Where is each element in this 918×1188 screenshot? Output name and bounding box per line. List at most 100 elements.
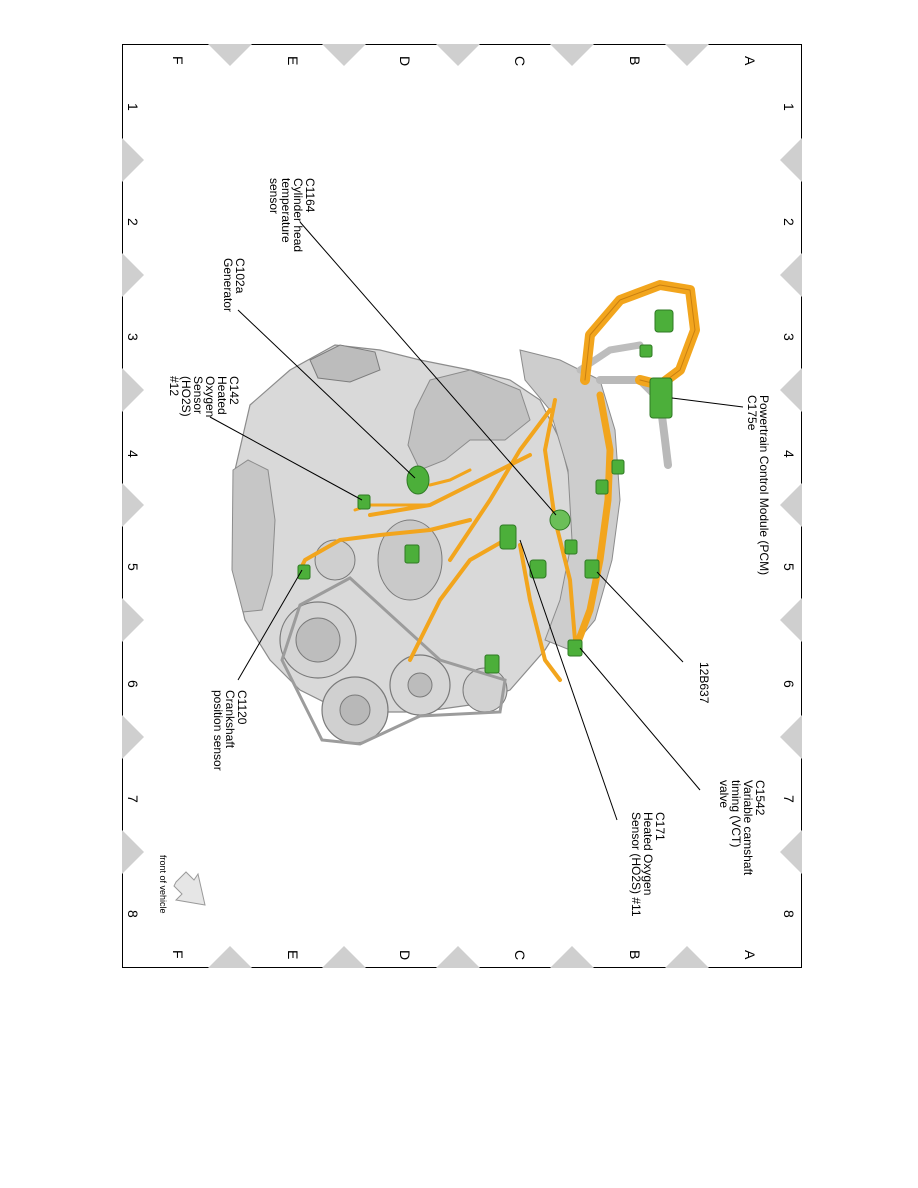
harness-crank-branch — [298, 518, 472, 572]
border-triangle-right-2 — [780, 368, 802, 412]
harness-generator-branch — [428, 468, 472, 487]
border-triangle-right-0 — [780, 138, 802, 182]
connector-c175e — [649, 377, 673, 419]
border-triangle-left-2 — [122, 368, 144, 412]
border-triangle-top-4 — [208, 44, 252, 66]
harness-upper-branch — [448, 408, 552, 562]
leader-c171 — [519, 539, 618, 821]
engine-illustration — [231, 341, 672, 746]
flywheel — [309, 344, 381, 383]
callout-c142-line-5: (HO2S) — [179, 376, 193, 417]
leader-c142 — [209, 416, 363, 501]
border-triangle-top-3 — [322, 44, 366, 66]
callout-c1164: C1164 Cylinder head temperature sensor — [267, 178, 317, 252]
callout-c142-line-6: #12 — [167, 376, 181, 396]
callout-c175e-line-1: Powertrain Control Module (PCM) — [757, 395, 771, 575]
leader-c1120 — [237, 569, 303, 681]
callout-c171-line-2: Heated Oxygen — [641, 812, 655, 895]
grid-col-left-5: 5 — [125, 563, 141, 571]
border-triangle-right-6 — [780, 830, 802, 874]
connector-c1164 — [549, 509, 571, 531]
connector-pcm-2 — [654, 309, 674, 333]
border-triangle-left-3 — [122, 483, 144, 527]
grid-row-top-f: F — [170, 56, 186, 65]
callout-c142-line-2: Heated — [215, 376, 229, 415]
connector-c1120 — [297, 564, 311, 580]
front-of-vehicle-label: front of vehicle — [158, 855, 168, 914]
callout-c102a-line-1: C102a — [233, 258, 247, 294]
callout-c1542-line-1: C1542 — [753, 780, 767, 816]
grid-row-top-b: B — [627, 56, 643, 65]
pcm-harness-loop — [580, 280, 700, 390]
ac-pulley-hub — [339, 694, 371, 726]
grid-labels: A B C D E F A B C D E F 1 2 3 4 5 6 7 8 … — [125, 56, 797, 960]
callout-c1542-line-3: timing (VCT) — [729, 780, 743, 847]
tensioner-pulley — [314, 539, 356, 581]
harness-top-loop — [368, 453, 532, 517]
callout-c175e-line-2: C175e — [745, 395, 759, 431]
connector-misc-4 — [404, 544, 420, 564]
callout-c171: C171 Heated Oxygen Sensor (HO2S) #11 — [629, 812, 667, 917]
grid-col-right-8: 8 — [781, 910, 797, 918]
callout-c1120-line-2: Crankshaft — [223, 690, 237, 749]
border-triangle-left-6 — [122, 830, 144, 874]
callout-c1120-line-3: position sensor — [211, 690, 225, 771]
border-triangle-top-2 — [436, 44, 480, 66]
front-arrow-icon — [173, 871, 206, 906]
border-triangle-right-5 — [780, 715, 802, 759]
callout-c102a-line-2: Generator — [221, 258, 235, 312]
harness-main-trunk — [571, 391, 614, 654]
grid-col-right-7: 7 — [781, 795, 797, 803]
grid-row-bottom-b: B — [627, 950, 643, 959]
border-triangle-bottom-4 — [208, 946, 252, 968]
callout-c175e: Powertrain Control Module (PCM) C175e — [745, 395, 771, 575]
leader-lines — [209, 221, 744, 821]
connector-c1542 — [567, 639, 583, 657]
connector-pcm-3 — [639, 344, 653, 358]
grid-row-bottom-d: D — [397, 950, 413, 960]
border-triangle-left-1 — [122, 253, 144, 297]
grid-col-left-7: 7 — [125, 795, 141, 803]
connector-misc-2 — [611, 459, 625, 475]
border-triangle-bottom-1 — [550, 946, 594, 968]
border-triangle-left-5 — [122, 715, 144, 759]
border-triangle-right-4 — [780, 598, 802, 642]
front-of-vehicle-indicator: front of vehicle — [158, 855, 206, 914]
drive-belt — [280, 576, 507, 746]
leader-c175e — [671, 397, 744, 408]
grid-col-right-4: 4 — [781, 450, 797, 458]
grid-col-left-8: 8 — [125, 910, 141, 918]
grid-col-left-2: 2 — [125, 218, 141, 226]
grid-col-right-2: 2 — [781, 218, 797, 226]
callout-c171-line-3: Sensor (HO2S) #11 — [629, 812, 643, 917]
connector-12b637 — [584, 559, 600, 579]
border-triangle-right-1 — [780, 253, 802, 297]
grid-col-left-6: 6 — [125, 680, 141, 688]
connectors — [297, 309, 674, 674]
crank-pulley-hub — [295, 617, 341, 663]
border-triangle-right-3 — [780, 483, 802, 527]
connector-misc-5 — [564, 539, 578, 555]
border-triangle-top-1 — [550, 44, 594, 66]
border-triangle-left-0 — [122, 138, 144, 182]
callout-12b637: 12B637 — [697, 662, 711, 704]
grid-col-right-1: 1 — [781, 103, 797, 111]
callout-c1120: C1120 Crankshaft position sensor — [211, 690, 249, 771]
border-triangles — [122, 44, 802, 968]
grid-col-right-6: 6 — [781, 680, 797, 688]
water-pump-pulley-hub — [407, 672, 433, 698]
grid-col-left-4: 4 — [125, 450, 141, 458]
border-triangle-bottom-2 — [436, 946, 480, 968]
leader-12b637 — [596, 571, 684, 663]
border-triangle-bottom-0 — [665, 946, 709, 968]
leader-c1164 — [299, 221, 557, 516]
intake-tube — [407, 369, 531, 471]
callout-c1542-line-2: Variable camshaft — [741, 780, 755, 876]
callout-c142: C142 Heated Oxygen Sensor (HO2S) #12 — [167, 376, 241, 417]
callout-c1164-line-1: C1164 — [303, 178, 317, 213]
callout-c1120-line-1: C1120 — [235, 690, 249, 725]
grid-row-bottom-a: A — [742, 950, 758, 960]
border-triangle-top-0 — [665, 44, 709, 66]
leader-c102a — [237, 309, 416, 479]
grid-col-right-3: 3 — [781, 333, 797, 341]
